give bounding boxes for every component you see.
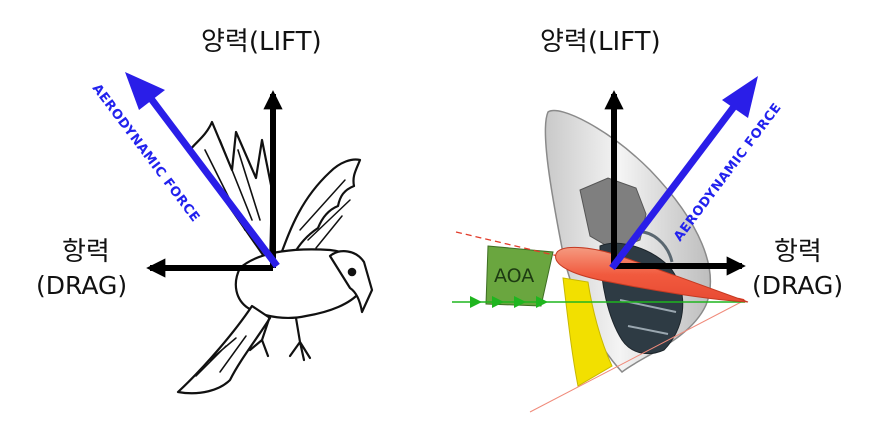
left-panel: AERODYNAMIC FORCE 양력(LIFT) 항력 (DRAG): [36, 27, 374, 395]
airflow-line: [452, 296, 745, 308]
lift-label-left: 양력(LIFT): [201, 27, 322, 57]
drag-label-left-ko: 항력: [62, 237, 110, 267]
right-panel: AOA AERODYNAMIC FORCE 양력(LIFT) 항력 (DRAG): [452, 27, 843, 413]
aerodynamic-force-vector-left: [140, 85, 280, 269]
airfoil: [555, 246, 749, 303]
aoa-wedge: [485, 245, 554, 307]
bird-illustration: [176, 120, 374, 395]
drag-label-right-ko: 항력: [774, 237, 822, 267]
aerodynamic-force-arrowhead-right: [722, 76, 758, 118]
reference-line-lower: [529, 299, 746, 413]
aerodynamic-force-vector-right: [609, 93, 745, 271]
aoa-label: AOA: [494, 265, 534, 287]
drag-label-left-en: (DRAG): [36, 271, 127, 300]
aerodynamic-force-arrowhead-left: [125, 72, 165, 110]
drag-label-right-en: (DRAG): [752, 271, 843, 300]
lift-label-right: 양력(LIFT): [540, 27, 661, 57]
